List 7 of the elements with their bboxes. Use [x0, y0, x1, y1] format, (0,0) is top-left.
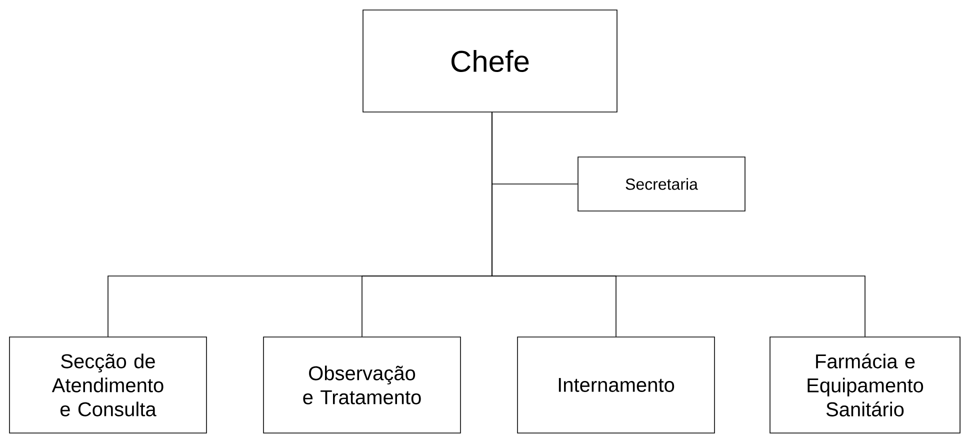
department-box: Observação e Tratamento [263, 336, 461, 434]
connector-line [492, 112, 866, 337]
secretary-box: Secretaria [578, 156, 746, 212]
department-box: Secção de Atendimento e Consulta [9, 336, 207, 434]
department-box: Farmácia e Equipamento Sanitário [770, 336, 960, 434]
chief-box: Chefe [362, 10, 618, 112]
department-box: Internamento [517, 336, 715, 434]
